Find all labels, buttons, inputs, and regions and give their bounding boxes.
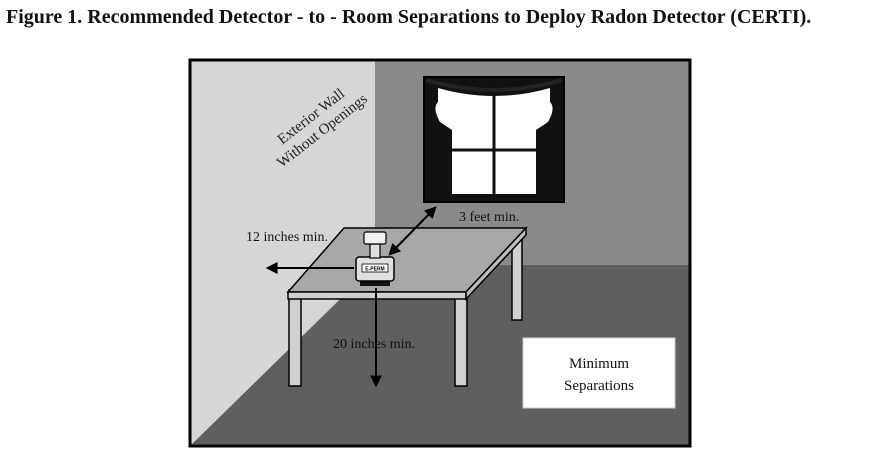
window <box>423 76 565 203</box>
radon-detector: E-PERM <box>355 231 395 286</box>
window-distance-label: 3 feet min. <box>459 210 519 225</box>
legend-line1: Minimum <box>569 356 629 372</box>
floor-distance-label: 20 inches min. <box>333 337 415 352</box>
figure-title: Figure 1. Recommended Detector - to - Ro… <box>6 6 812 28</box>
exterior-wall <box>190 60 375 446</box>
window-distance-arrow <box>388 206 437 256</box>
legend-box: Minimum Separations <box>522 337 676 409</box>
legend-line2: Separations <box>564 378 634 394</box>
table <box>286 226 528 387</box>
room-frame <box>188 58 692 448</box>
wall-distance-label: 12 inches min. <box>246 230 328 245</box>
detector-label: E-PERM <box>365 267 384 273</box>
